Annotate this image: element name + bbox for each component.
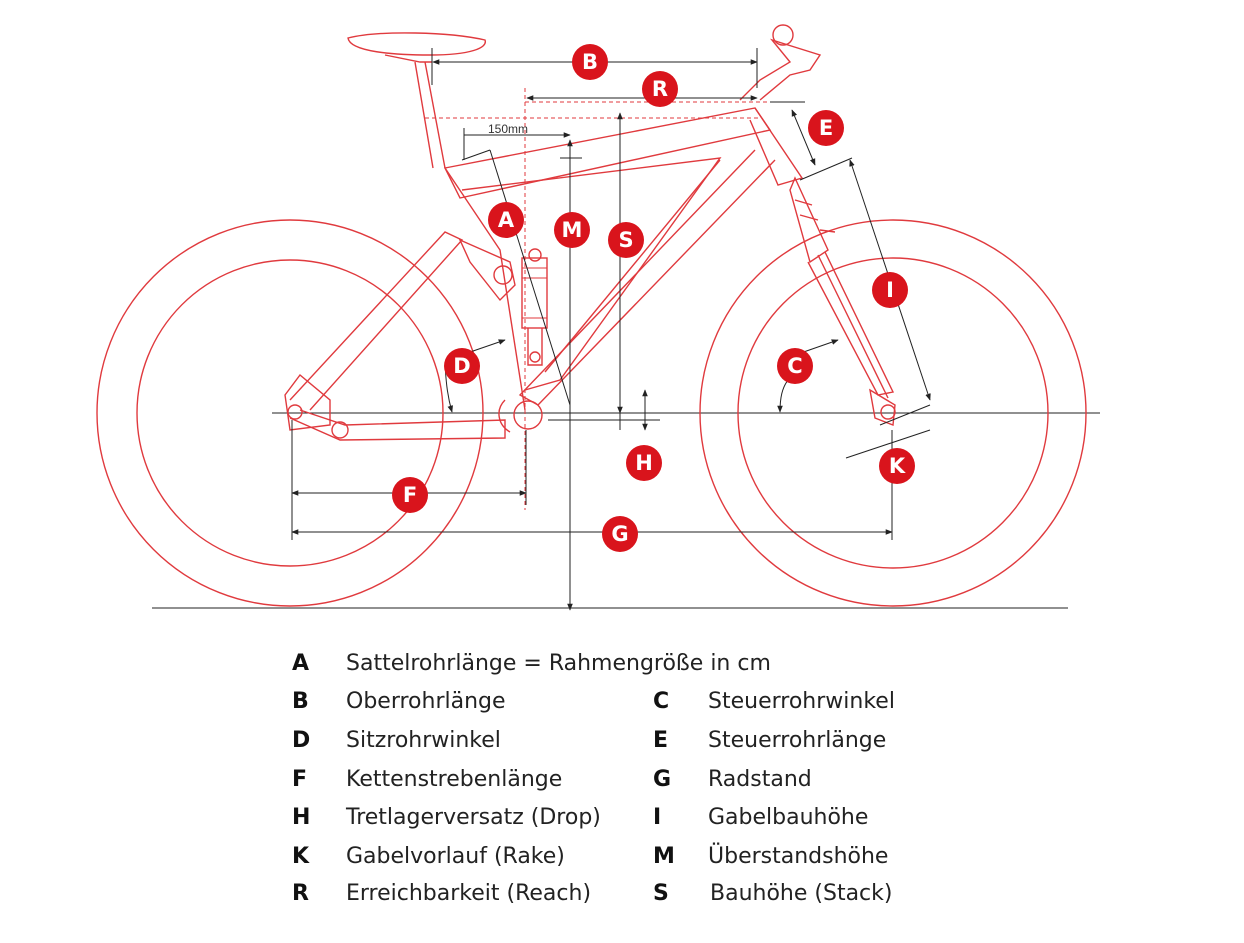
svg-text:B: B [582, 50, 598, 74]
badge-i: I [872, 272, 908, 308]
svg-text:I: I [886, 278, 894, 302]
svg-text:A: A [498, 208, 515, 232]
badge-f: F [392, 477, 428, 513]
svg-text:S: S [618, 228, 633, 252]
badge-d: D [444, 348, 480, 384]
badge-s: S [608, 222, 644, 258]
rear-wheel [96, 219, 484, 607]
badge-m: M [554, 212, 590, 248]
badge-e: E [808, 110, 844, 146]
badge-c: C [777, 348, 813, 384]
badge-a: A [488, 202, 524, 238]
svg-text:G: G [611, 522, 628, 546]
svg-text:K: K [889, 454, 906, 478]
svg-text:M: M [562, 218, 583, 242]
svg-text:C: C [787, 354, 802, 378]
svg-text:F: F [403, 483, 417, 507]
svg-text:E: E [819, 116, 833, 140]
badge-h: H [626, 445, 662, 481]
badge-r: R [642, 71, 678, 107]
badge-g: G [602, 516, 638, 552]
badge-b: B [572, 44, 608, 80]
svg-text:D: D [453, 354, 470, 378]
svg-text:R: R [652, 77, 668, 101]
annotation-150mm: 150mm [488, 122, 528, 136]
svg-text:H: H [635, 451, 653, 475]
badge-k: K [879, 448, 915, 484]
